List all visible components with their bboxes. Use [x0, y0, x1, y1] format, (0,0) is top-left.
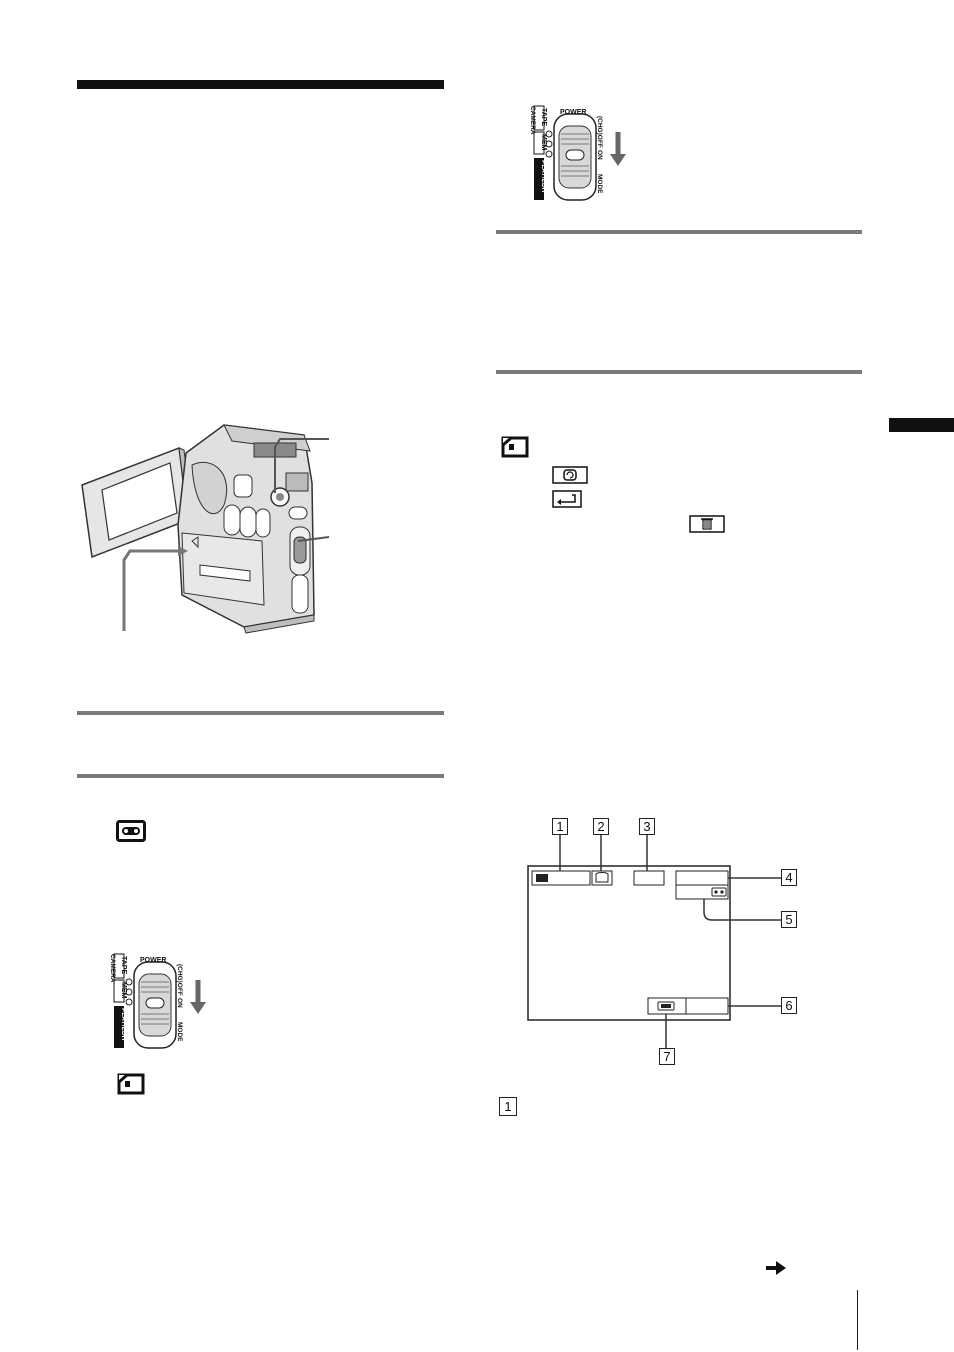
screen-indicator-diagram — [527, 834, 782, 1048]
section-rule-right-2 — [496, 370, 862, 374]
cassette-tape-icon — [116, 820, 146, 842]
mem-label-2: MEM — [120, 982, 127, 999]
on-label-2: ON — [176, 998, 183, 1008]
power-label: POWER — [560, 109, 586, 116]
on-label: ON — [596, 150, 603, 160]
callout-6: 6 — [781, 997, 797, 1014]
callout-5: 5 — [781, 911, 797, 928]
mem-label: MEM — [540, 134, 547, 151]
camera-label-2: CAMERA — [109, 954, 116, 983]
section-rule-left-1 — [77, 711, 444, 715]
section-rule-right-1 — [496, 230, 862, 234]
callout-3: 3 — [639, 818, 655, 835]
tape-label: TAPE — [540, 108, 547, 126]
section-heading-bar — [77, 80, 444, 89]
off-label-2: (CHG)OFF — [176, 964, 183, 996]
tape-label-2: TAPE — [120, 956, 127, 974]
playedit-label-2: PLAY/EDIT — [120, 1008, 127, 1041]
memory-stick-icon-left — [117, 1073, 145, 1095]
off-label: (CHG)OFF — [596, 116, 603, 148]
playedit-label: PLAY/EDIT — [540, 160, 547, 193]
section-tab-marker — [889, 418, 954, 432]
mode-label-2: MODE — [176, 1022, 183, 1042]
power-switch-illustration-top: TAPE MEM PLAY/EDIT CAMERA POWER (CHG)OFF… — [529, 105, 626, 201]
trash-icon — [689, 515, 725, 533]
camera-label: CAMERA — [529, 106, 536, 135]
camcorder-callout-lines — [122, 438, 330, 631]
mode-label: MODE — [596, 174, 603, 194]
callout-7: 7 — [659, 1048, 675, 1065]
callout-1: 1 — [552, 818, 568, 835]
memory-stick-icon — [501, 436, 529, 458]
legend-item-number: 1 — [499, 1097, 517, 1116]
page-edge-line — [857, 1290, 858, 1350]
callout-2: 2 — [593, 818, 609, 835]
section-rule-left-2 — [77, 774, 444, 778]
callout-4: 4 — [781, 869, 797, 886]
power-label-2: POWER — [140, 957, 166, 964]
review-icon — [552, 466, 588, 484]
power-switch-illustration-left: TAPE MEM PLAY/EDIT CAMERA POWER (CHG)OFF… — [109, 953, 206, 1049]
return-arrow-icon — [552, 490, 582, 508]
camcorder-illustration — [81, 424, 315, 634]
right-arrow-icon — [766, 1261, 786, 1275]
